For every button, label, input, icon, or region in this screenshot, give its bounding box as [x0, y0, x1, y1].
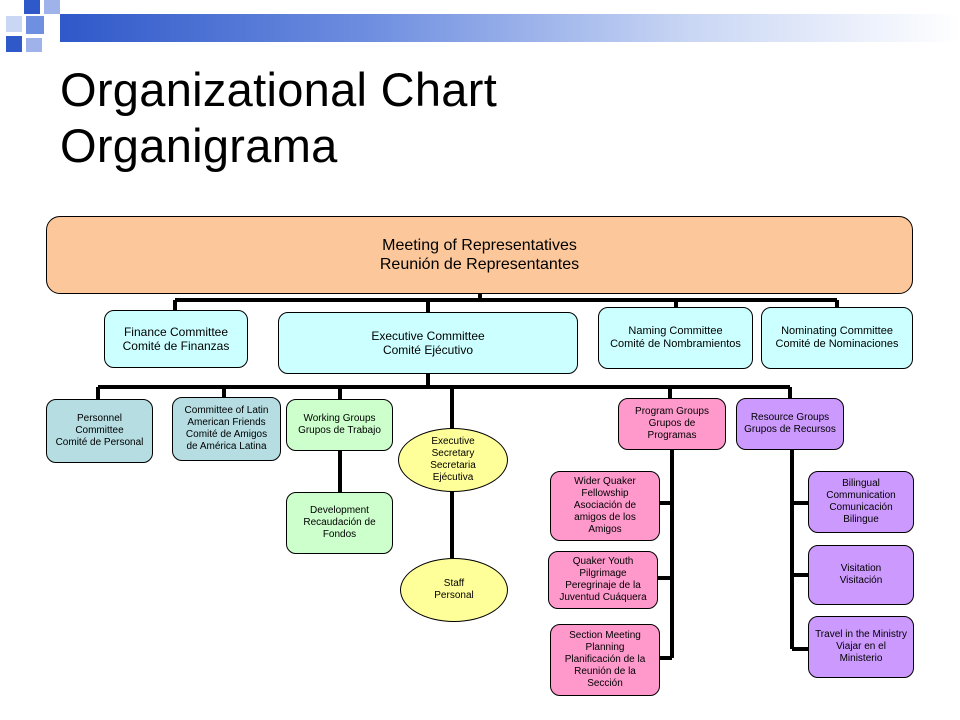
- node-label-en: Executive Committee: [371, 328, 485, 343]
- node-line-2: Planning: [585, 642, 625, 653]
- node-line-1: Section Meeting: [569, 630, 641, 641]
- resource-groups-node: Resource Groups Grupos de Recursos: [736, 398, 844, 450]
- node-label-es: Comité de Nominaciones: [775, 338, 899, 350]
- node-line-3: Comunicación: [829, 502, 893, 513]
- node-line-3: Asociación de: [573, 500, 637, 511]
- node-line-1: Development: [310, 505, 369, 516]
- node-line-3: Secretaria: [430, 460, 476, 471]
- title-line-2: Organigrama: [60, 119, 338, 172]
- development-node: Development Recaudación de Fondos: [286, 492, 393, 554]
- corner-square-2: [44, 0, 60, 14]
- node-line-1: Visitation: [840, 563, 882, 574]
- meeting-of-representatives-node: Meeting of Representatives Reunión de Re…: [46, 216, 913, 294]
- node-line-4: Ejécutiva: [432, 472, 474, 483]
- node-label-en: Naming Committee: [628, 324, 723, 337]
- node-label-en: Finance Committee: [123, 324, 229, 339]
- node-line-2: Communication: [826, 490, 896, 501]
- node-line-3: Ministerio: [839, 653, 883, 664]
- naming-committee-node: Naming Committee Comité de Nombramientos: [598, 307, 753, 369]
- section-meeting-planning-node: Section Meeting Planning Planificación d…: [550, 624, 660, 696]
- node-line-1: Committee of Latin: [184, 405, 269, 416]
- node-line-2: Committee: [75, 425, 124, 436]
- corner-square-6: [26, 38, 42, 52]
- personnel-committee-node: Personnel Committee Comité de Personal: [46, 399, 153, 463]
- node-line-2: Fellowship: [581, 488, 629, 499]
- node-line-1: Working Groups: [303, 413, 376, 424]
- node-line-4: Juventud Cuáquera: [559, 592, 647, 603]
- node-line-2: Grupos de Trabajo: [298, 425, 381, 436]
- node-line-3: Fondos: [322, 529, 357, 540]
- node-line-3: Programas: [647, 430, 697, 441]
- node-line-3: Comité de Amigos: [185, 429, 268, 440]
- node-line-2: Visitación: [839, 575, 883, 586]
- node-label-es: Comité Ejécutivo: [382, 343, 474, 357]
- latin-american-friends-node: Committee of Latin American Friends Comi…: [172, 397, 281, 461]
- nominating-committee-node: Nominating Committee Comité de Nominacio…: [761, 307, 913, 369]
- node-line-2: Personal: [434, 590, 474, 601]
- node-line-2: Grupos de: [648, 418, 696, 429]
- executive-committee-node: Executive Committee Comité Ejécutivo: [278, 312, 578, 374]
- travel-in-the-ministry-node: Travel in the Ministry Viajar en el Mini…: [808, 616, 914, 678]
- visitation-node: Visitation Visitación: [808, 545, 914, 605]
- node-line-5: Amigos: [588, 524, 622, 535]
- program-groups-node: Program Groups Grupos de Programas: [618, 398, 726, 450]
- finance-committee-node: Finance Committee Comité de Finanzas: [104, 310, 248, 368]
- title-line-1: Organizational Chart: [60, 63, 498, 116]
- node-line-1: Resource Groups: [750, 412, 830, 423]
- node-line-1: Personnel: [76, 413, 123, 424]
- title-bar: [60, 14, 960, 42]
- wider-quaker-fellowship-node: Wider Quaker Fellowship Asociación de am…: [550, 471, 660, 541]
- node-line-1: Travel in the Ministry: [815, 629, 907, 640]
- node-line-2: Viajar en el: [836, 641, 886, 652]
- node-label-en: Nominating Committee: [781, 324, 893, 337]
- node-line-1: Executive: [431, 436, 475, 447]
- node-label-es: Comité de Nombramientos: [610, 338, 741, 350]
- page-title: Organizational Chart Organigrama: [60, 62, 497, 174]
- node-line-4: Reunión de la: [574, 666, 636, 677]
- corner-square-4: [26, 16, 44, 34]
- executive-secretary-node: Executive Secretary Secretaria Ejécutiva: [398, 428, 508, 492]
- node-line-3: Comité de Personal: [55, 437, 144, 448]
- node-line-1: Bilingual: [842, 478, 880, 489]
- node-line-4: Bilingue: [843, 514, 879, 525]
- node-line-3: Planificación de la: [564, 654, 646, 665]
- corner-square-3: [6, 16, 22, 32]
- node-label-en: Meeting of Representatives: [382, 236, 577, 254]
- node-line-2: Recaudación de: [303, 517, 376, 528]
- node-line-3: Peregrinaje de la: [565, 580, 641, 591]
- node-label-es: Reunión de Representantes: [379, 256, 580, 273]
- node-label-es: Comité de Finanzas: [122, 339, 230, 353]
- node-line-1: Staff: [443, 578, 465, 589]
- quaker-youth-pilgrimage-node: Quaker Youth Pilgrimage Peregrinaje de l…: [548, 551, 658, 609]
- staff-node: Staff Personal: [400, 558, 508, 622]
- node-line-2: Secretary: [431, 448, 475, 459]
- corner-square-1: [24, 0, 40, 14]
- node-line-1: Program Groups: [635, 406, 709, 417]
- corner-square-5: [6, 36, 22, 52]
- node-line-5: Sección: [587, 678, 623, 689]
- bilingual-communication-node: Bilingual Communication Comunicación Bil…: [808, 471, 914, 533]
- node-line-1: Wider Quaker: [574, 476, 636, 487]
- working-groups-node: Working Groups Grupos de Trabajo: [286, 399, 393, 451]
- node-line-2: Pilgrimage: [579, 568, 627, 579]
- node-line-1: Quaker Youth: [572, 556, 634, 567]
- node-line-4: de América Latina: [186, 441, 267, 452]
- node-line-4: amigos de los: [574, 512, 636, 523]
- node-line-2: American Friends: [187, 417, 266, 428]
- node-line-2: Grupos de Recursos: [744, 424, 836, 435]
